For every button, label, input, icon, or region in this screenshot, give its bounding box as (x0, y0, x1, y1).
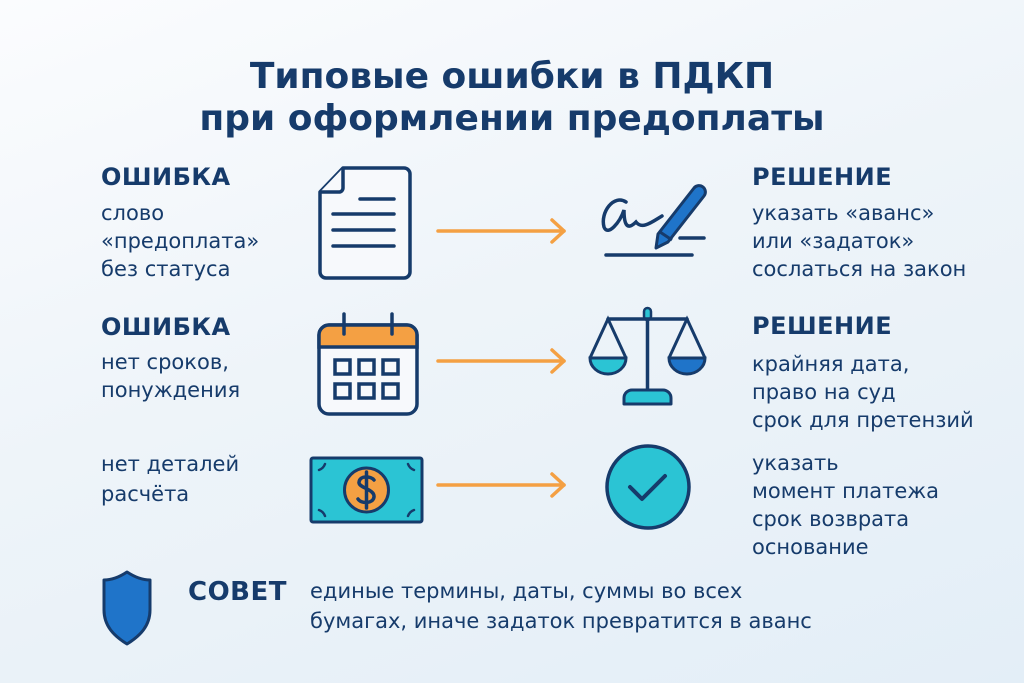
tip-line: бумагах, иначе задаток превратится в ава… (310, 609, 812, 633)
solution-text-3: указать момент платежа срок возврата осн… (752, 449, 939, 561)
solution-line: срок для претензий (752, 408, 974, 432)
calendar-icon (317, 312, 419, 416)
solution-line: указать «аванс» (752, 201, 935, 225)
solution-line: основание (752, 535, 869, 559)
document-icon (318, 166, 412, 280)
solution-line: указать (752, 451, 839, 475)
error-heading-1: ОШИБКА (101, 163, 231, 191)
error-line: слово (101, 201, 165, 225)
money-bill-icon (309, 456, 424, 524)
solution-line: сослаться на закон (752, 257, 967, 281)
solution-heading-1: РЕШЕНИЕ (752, 163, 893, 191)
scales-icon (588, 306, 707, 406)
shield-icon (102, 570, 152, 646)
solution-line: или «задаток» (752, 229, 915, 253)
solution-heading-2: РЕШЕНИЕ (752, 312, 893, 340)
arrow-icon (436, 348, 566, 374)
solution-text-1: указать «аванс» или «задаток» сослаться … (752, 199, 966, 283)
solution-line: крайняя дата, (752, 352, 910, 376)
solution-line: право на суд (752, 380, 896, 404)
error-text-2: нет сроков, понуждения (101, 348, 240, 404)
tip-heading: СОВЕТ (188, 577, 287, 607)
error-line: без статуса (101, 257, 231, 281)
page-title-line-2: при оформлении предоплаты (199, 98, 825, 139)
error-line: нет сроков, (101, 350, 229, 374)
page-title: Типовые ошибки в ПДКП при оформлении пре… (0, 56, 1024, 140)
solution-text-2: крайняя дата, право на суд срок для прет… (752, 350, 974, 434)
tip-line: единые термины, даты, суммы во всех (310, 579, 743, 603)
error-line: расчёта (101, 482, 190, 506)
solution-line: срок возврата (752, 507, 910, 531)
arrow-icon (436, 218, 566, 244)
error-text-3: нет деталей расчёта (101, 449, 239, 509)
error-line: понуждения (101, 378, 241, 402)
error-heading-2: ОШИБКА (101, 313, 231, 341)
signature-pen-icon (601, 184, 707, 257)
error-text-1: слово «предоплата» без статуса (101, 199, 259, 283)
solution-line: момент платежа (752, 479, 940, 503)
error-line: «предоплата» (101, 229, 260, 253)
arrow-icon (436, 472, 566, 498)
tip-text: единые термины, даты, суммы во всех бума… (310, 576, 812, 636)
error-line: нет деталей (101, 452, 240, 476)
page-title-line-1: Типовые ошибки в ПДКП (249, 56, 775, 97)
check-circle-icon (605, 444, 691, 530)
